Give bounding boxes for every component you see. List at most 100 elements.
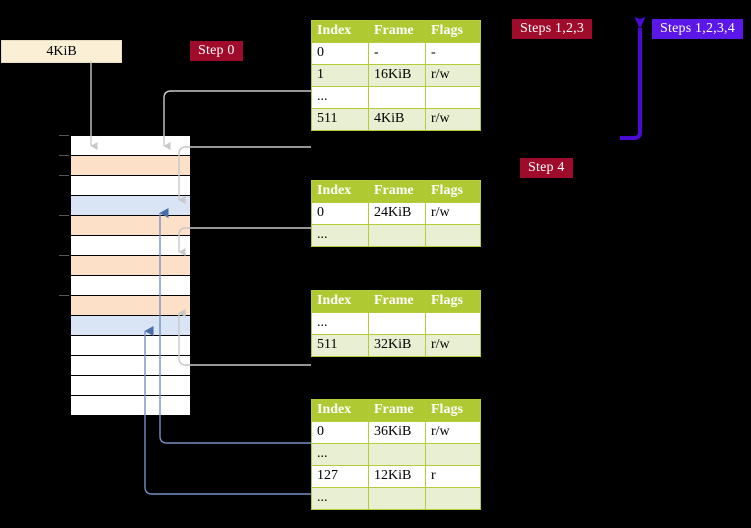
table-cell — [368, 86, 426, 109]
memory-row-tick-4 — [59, 215, 69, 216]
table-row: ... — [311, 487, 481, 510]
wire-l2-row511-to-memory — [178, 309, 311, 366]
column-header-frame: Frame — [368, 180, 426, 203]
column-header-flags: Flags — [425, 180, 481, 203]
table-cell: 127 — [311, 465, 369, 488]
memory-row-4 — [71, 215, 190, 235]
memory-row-tick-6 — [59, 255, 69, 256]
steps-123-badge: Steps 1,2,3 — [512, 19, 593, 39]
table-cell: 511 — [311, 334, 369, 357]
memory-row-13 — [71, 395, 190, 415]
memory-row-9 — [71, 315, 190, 335]
table-cell: 1 — [311, 64, 369, 87]
table-cell: 12KiB — [368, 465, 426, 488]
table-cell: r/w — [425, 202, 481, 225]
column-header-flags: Flags — [425, 20, 481, 43]
step-4-badge: Step 4 — [520, 158, 573, 178]
table-cell: r/w — [425, 334, 481, 357]
table-cell: 4KiB — [368, 108, 426, 131]
table-cell: 511 — [311, 108, 369, 131]
memory-row-2 — [71, 175, 190, 195]
table-cell: r/w — [425, 64, 481, 87]
memory-row-tick-2 — [59, 175, 69, 176]
wire-l3-row0-to-memory — [178, 227, 311, 256]
table-cell — [368, 443, 426, 466]
memory-row-10 — [71, 335, 190, 355]
table-cell — [425, 443, 481, 466]
table-cell — [425, 487, 481, 510]
table-cell: 0 — [311, 202, 369, 225]
table-cell: ... — [311, 86, 369, 109]
wire-l4-row511-to-memory — [178, 146, 311, 204]
table-cell: r — [425, 465, 481, 488]
column-header-flags: Flags — [425, 399, 481, 422]
table-cell: ... — [311, 443, 369, 466]
memory-row-tick-1 — [59, 155, 69, 156]
column-header-frame: Frame — [368, 20, 426, 43]
steps-1234-badge: Steps 1,2,3,4 — [652, 19, 743, 39]
wire-steps-bracket-arrow — [620, 17, 646, 140]
table-cell: 24KiB — [368, 202, 426, 225]
memory-row-5 — [71, 235, 190, 255]
table-cell: 0 — [311, 421, 369, 444]
table-cell: - — [368, 42, 426, 65]
table-cell: 16KiB — [368, 64, 426, 87]
table-cell: ... — [311, 224, 369, 247]
table-cell: r/w — [425, 108, 481, 131]
memory-row-1 — [71, 155, 190, 175]
column-header-index: Index — [311, 180, 369, 203]
memory-row-8 — [71, 295, 190, 315]
table-cell: 0 — [311, 42, 369, 65]
table-row: 0-- — [311, 42, 481, 65]
column-header-index: Index — [311, 290, 369, 313]
physical-memory-column — [59, 135, 191, 415]
column-header-index: Index — [311, 20, 369, 43]
memory-row-3 — [71, 195, 190, 215]
frame-size-label: 4KiB — [46, 43, 77, 59]
table-cell: 36KiB — [368, 421, 426, 444]
memory-row-0 — [71, 135, 190, 155]
memory-column-right-border — [190, 135, 191, 414]
memory-row-tick-8 — [59, 295, 69, 296]
frame-size-label-box: 4KiB — [1, 40, 122, 63]
table-cell: - — [425, 42, 481, 65]
table-cell: ... — [311, 487, 369, 510]
table-row: ... — [311, 312, 481, 335]
table-cell — [368, 224, 426, 247]
table-cell — [368, 312, 426, 335]
table-cell — [368, 487, 426, 510]
table-cell: 32KiB — [368, 334, 426, 357]
memory-row-6 — [71, 255, 190, 275]
table-cell: r/w — [425, 421, 481, 444]
column-header-flags: Flags — [425, 290, 481, 313]
table-row: ... — [311, 443, 481, 466]
column-header-frame: Frame — [368, 399, 426, 422]
memory-row-tick-0 — [59, 135, 69, 136]
table-row: ... — [311, 86, 481, 109]
table-cell — [425, 86, 481, 109]
step-0-badge: Step 0 — [190, 41, 243, 61]
memory-row-7 — [71, 275, 190, 295]
column-header-index: Index — [311, 399, 369, 422]
table-cell — [425, 224, 481, 247]
memory-row-12 — [71, 375, 190, 395]
table-row: ... — [311, 224, 481, 247]
table-cell — [425, 312, 481, 335]
table-cell: ... — [311, 312, 369, 335]
column-header-frame: Frame — [368, 290, 426, 313]
